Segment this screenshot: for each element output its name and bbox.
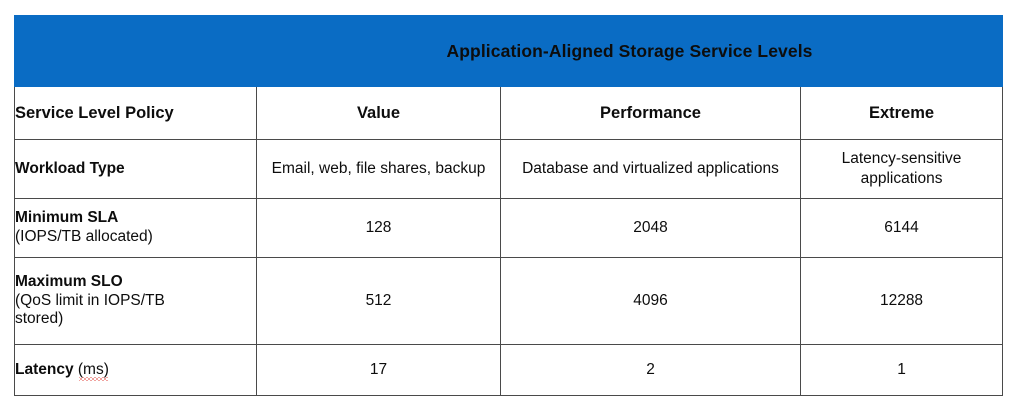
row-label-main: Maximum SLO [15, 272, 123, 290]
storage-service-levels-table: Application-Aligned Storage Service Leve… [14, 15, 1004, 396]
row-label-main: Minimum SLA [15, 209, 119, 227]
cell-maximum-slo-value: 512 [256, 257, 501, 345]
column-header-performance: Performance [500, 86, 801, 140]
table-row: Workload Type Email, web, file shares, b… [14, 139, 1004, 199]
table-row: Latency (ms) 17 2 1 [14, 344, 1004, 396]
cell-workload-type-extreme: Latency-sensitive applications [799, 139, 1004, 199]
row-label-sub: (QoS limit in IOPS/TB [15, 291, 165, 309]
table-row: Maximum SLO (QoS limit in IOPS/TB stored… [14, 257, 1004, 345]
column-header-service-level-policy: Service Level Policy [14, 86, 257, 140]
cell-latency-extreme: 1 [799, 344, 1004, 396]
cell-minimum-sla-value: 128 [256, 198, 501, 258]
row-label-minimum-sla: Minimum SLA (IOPS/TB allocated) [14, 198, 257, 258]
column-header-value: Value [256, 86, 501, 140]
row-label-maximum-slo: Maximum SLO (QoS limit in IOPS/TB stored… [14, 257, 257, 345]
cell-latency-performance: 2 [500, 344, 801, 396]
table-title: Application-Aligned Storage Service Leve… [255, 15, 1004, 87]
table-row: Minimum SLA (IOPS/TB allocated) 128 2048… [14, 198, 1004, 258]
cell-workload-type-performance: Database and virtualized applications [500, 139, 801, 199]
row-label-main: Latency [15, 360, 78, 378]
row-label-sub-misspelled: (ms) [77, 360, 109, 378]
row-label-main: Workload Type [15, 159, 125, 177]
row-label-sub-continued: stored) [15, 310, 64, 328]
cell-maximum-slo-extreme: 12288 [799, 257, 1004, 345]
cell-maximum-slo-performance: 4096 [500, 257, 801, 345]
table-header-row: Service Level Policy Value Performance E… [14, 86, 1004, 140]
cell-minimum-sla-extreme: 6144 [799, 198, 1004, 258]
row-label-latency: Latency (ms) [14, 344, 257, 396]
column-header-extreme: Extreme [799, 86, 1004, 140]
cell-latency-value: 17 [256, 344, 501, 396]
row-label-sub: (IOPS/TB allocated) [15, 228, 153, 245]
banner-empty-cell [14, 15, 257, 87]
table-banner-row: Application-Aligned Storage Service Leve… [14, 15, 1004, 87]
cell-workload-type-value: Email, web, file shares, backup [256, 139, 501, 199]
storage-service-levels-table-container: Application-Aligned Storage Service Leve… [14, 15, 1004, 396]
row-label-workload-type: Workload Type [14, 139, 257, 199]
cell-minimum-sla-performance: 2048 [500, 198, 801, 258]
